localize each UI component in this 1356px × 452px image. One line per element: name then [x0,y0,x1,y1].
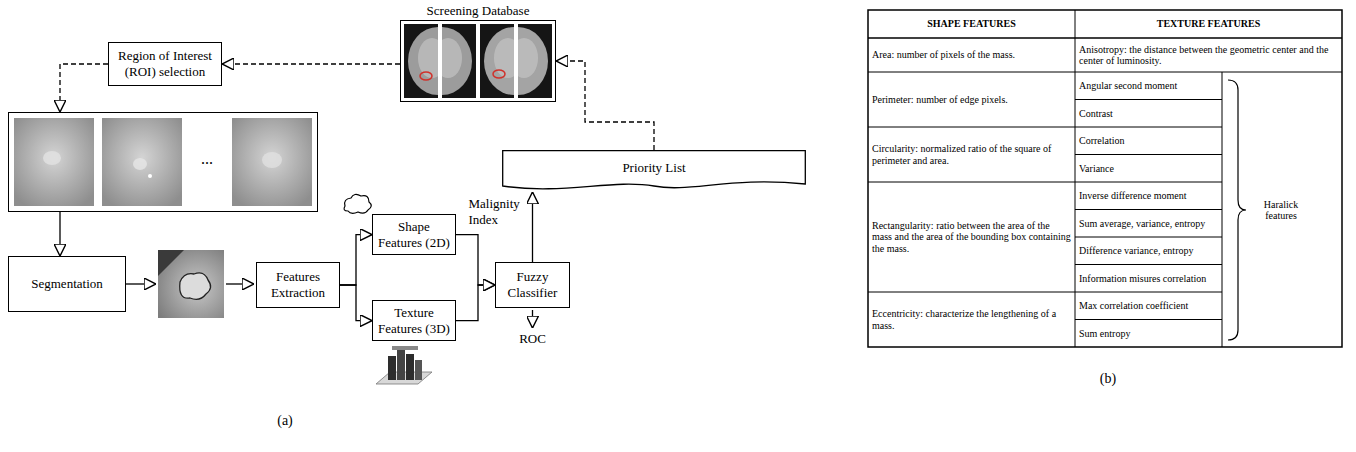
roi-mass [262,152,282,168]
table-header: SHAPE FEATURES [868,10,1075,38]
document-outline [503,151,806,189]
roi-image [102,118,182,206]
table-rule [1075,99,1222,100]
table-cell: Variance [1075,155,1222,183]
breast-tissue [442,38,462,78]
table-cell: Sum average, variance, entropy [1075,210,1222,238]
node-text: Screening Database [371,3,585,19]
table-rule [868,37,1342,39]
table-header: TEXTURE FEATURES [1075,10,1342,38]
node-text: Segmentation [31,276,103,292]
breast-tissue [484,27,514,95]
segmented-contour [180,273,211,299]
node-text: Priority List [622,160,685,176]
table-cell: Information misures correlation [1075,265,1222,293]
flow-arrow [59,212,60,256]
process-box: Region of Interest (ROI) selection [108,42,222,86]
table-cell: Difference variance, entropy [1075,237,1222,265]
flow-arrow [532,310,533,328]
table-rule [1075,10,1076,347]
flow-arrow [456,235,495,285]
table-cell: Angular second moment [1075,72,1222,100]
node-text: Region of Interest (ROI) selection [114,48,216,79]
table-cell: Rectangularity: ratio between the area o… [868,182,1075,292]
table-rule [1075,154,1222,155]
process-box: Shape Features (2D) [372,214,456,255]
table-cell: Area: number of pixels of the mass. [868,38,1075,72]
table-cell: Inverse difference moment [1075,182,1222,210]
table-border [868,10,1342,347]
table-rule [868,127,1075,128]
table-rule [1075,182,1222,183]
database-panel: Screening Database [400,20,556,102]
table-rule [1075,319,1222,320]
segmented-image [158,250,184,276]
node-text: Fuzzy Classifier [501,269,564,300]
roi-mass [133,158,147,170]
process-box: Features Extraction [256,262,340,308]
document-shape: Priority List [502,150,806,192]
breast-tissue [494,38,514,78]
flow-arrow [532,192,533,262]
table-cell: Contrast [1075,100,1222,128]
flow-arrow [340,285,372,321]
table-cell: Sum entropy [1075,320,1222,348]
mass-contour [420,72,432,80]
node-text: Features Extraction [262,269,334,300]
flow-arrow [126,283,156,284]
table-cell: Circularity: normalized ratio of the squ… [868,127,1075,182]
texture-icon [388,356,396,380]
texture-icon [415,360,422,380]
breast-tissue [408,27,438,95]
image-strip-box: ... [8,112,318,212]
panel-label: (a) [262,410,308,432]
flow-arrow [222,63,400,64]
panel-label: (b) [1085,368,1131,390]
edge-label: Malignity Index [469,196,527,227]
table-cell: Eccentricity: characterize the lengtheni… [868,292,1075,347]
texture-icon [406,354,414,380]
roi-mass [43,151,61,165]
flow-arrow [456,285,495,321]
flow-arrow [60,64,108,112]
process-box: Texture Features (3D) [372,300,456,341]
table-cell: Perimeter: number of edge pixels. [868,72,1075,127]
table-cell: Max correlation coefficient [1075,292,1222,320]
flow-arrow [340,235,372,285]
table-rule [1075,209,1222,210]
shape-icon [344,194,371,213]
table-cell: Anisotropy: the distance between the geo… [1075,38,1342,72]
process-box: Segmentation [8,256,126,312]
breast-tissue [518,38,538,78]
node-text: ... [185,149,229,168]
table-rule [868,182,1075,183]
roi-image [232,118,312,206]
table-rule [1075,264,1222,265]
node-text: Texture Features (3D) [378,305,450,336]
texture-icon [392,346,418,350]
curly-brace [1228,80,1246,340]
group-label: Haralick features [1248,190,1314,230]
table-rule [868,72,1342,73]
breast-tissue [518,27,548,95]
flow-arrow [226,283,254,284]
output-label: ROC [507,330,558,348]
roi-mass [148,174,152,178]
table-rule [1075,127,1222,128]
segmented-image [158,250,224,318]
flow-arrow [556,61,654,150]
table-rule [1075,292,1222,293]
texture-icon [397,350,405,380]
table-cell: Correlation [1075,127,1222,155]
node-text: Shape Features (2D) [378,219,450,250]
process-box: Fuzzy Classifier [495,262,570,308]
roi-image [14,118,94,206]
breast-tissue [442,27,472,95]
table-rule [868,292,1075,293]
mass-contour [493,70,505,78]
table-rule [1075,237,1222,238]
